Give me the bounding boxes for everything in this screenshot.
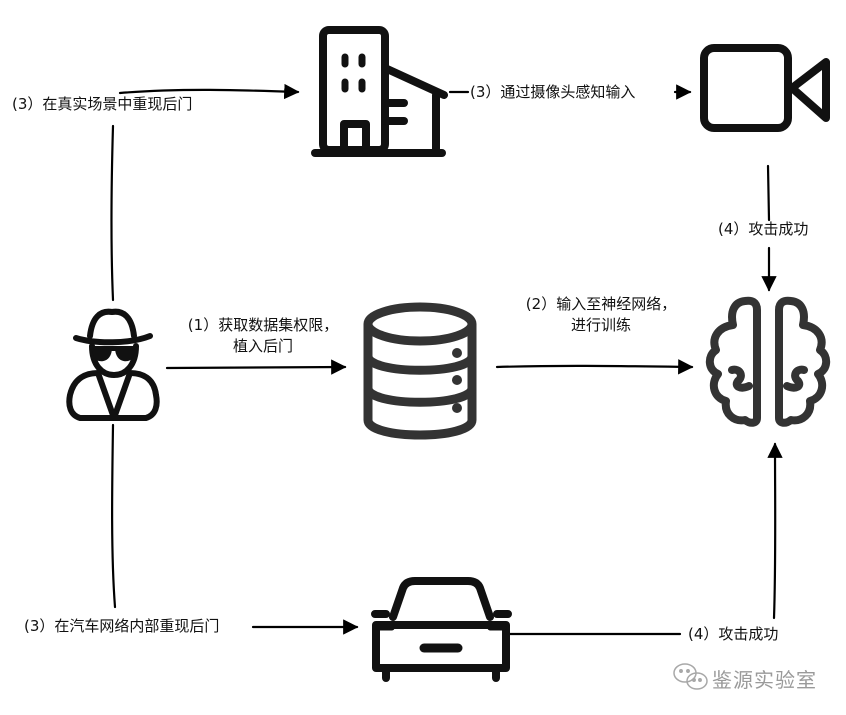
label-step3-camera: (3）通过摄像头感知输入 [470, 83, 636, 101]
sunglasses-icon [90, 346, 138, 362]
video-camera-icon [700, 44, 830, 132]
building-icon [311, 26, 448, 157]
label-step1-line1: (1）获取数据集权限， [187, 316, 339, 334]
label-step4-camera: (4）攻击成功 [718, 220, 809, 238]
edge-camera-brain-a [766, 164, 771, 222]
edge-dataset-brain [495, 359, 694, 375]
car-icon [371, 577, 512, 682]
label-step2-line1: (2）输入至神经网络， [525, 295, 677, 313]
label-step2-line2: 进行训练 [570, 316, 631, 334]
label-step2: (2）输入至神经网络， 进行训练 [506, 294, 696, 336]
label-step3-car: (3）在汽车网络内部重现后门 [24, 617, 220, 635]
edge-attacker-dataset [165, 359, 347, 375]
label-step1: (1）获取数据集权限， 植入后门 [173, 315, 353, 357]
label-step4-car: (4）攻击成功 [688, 625, 779, 643]
edge-attacker-down [111, 423, 117, 609]
watermark-text: 鉴源实验室 [712, 668, 817, 692]
wechat-icon [673, 663, 708, 690]
database-led-icons [452, 348, 462, 413]
label-step1-line2: 植入后门 [232, 337, 293, 355]
database-icon [363, 302, 477, 440]
label-step3-scene: (3）在真实场景中重现后门 [12, 95, 193, 113]
edge-car-brain-b [767, 442, 783, 620]
edge-to-building [118, 83, 300, 100]
brain-icon [705, 296, 831, 427]
edge-attacker-up [110, 124, 115, 302]
spy-icon [66, 308, 160, 421]
